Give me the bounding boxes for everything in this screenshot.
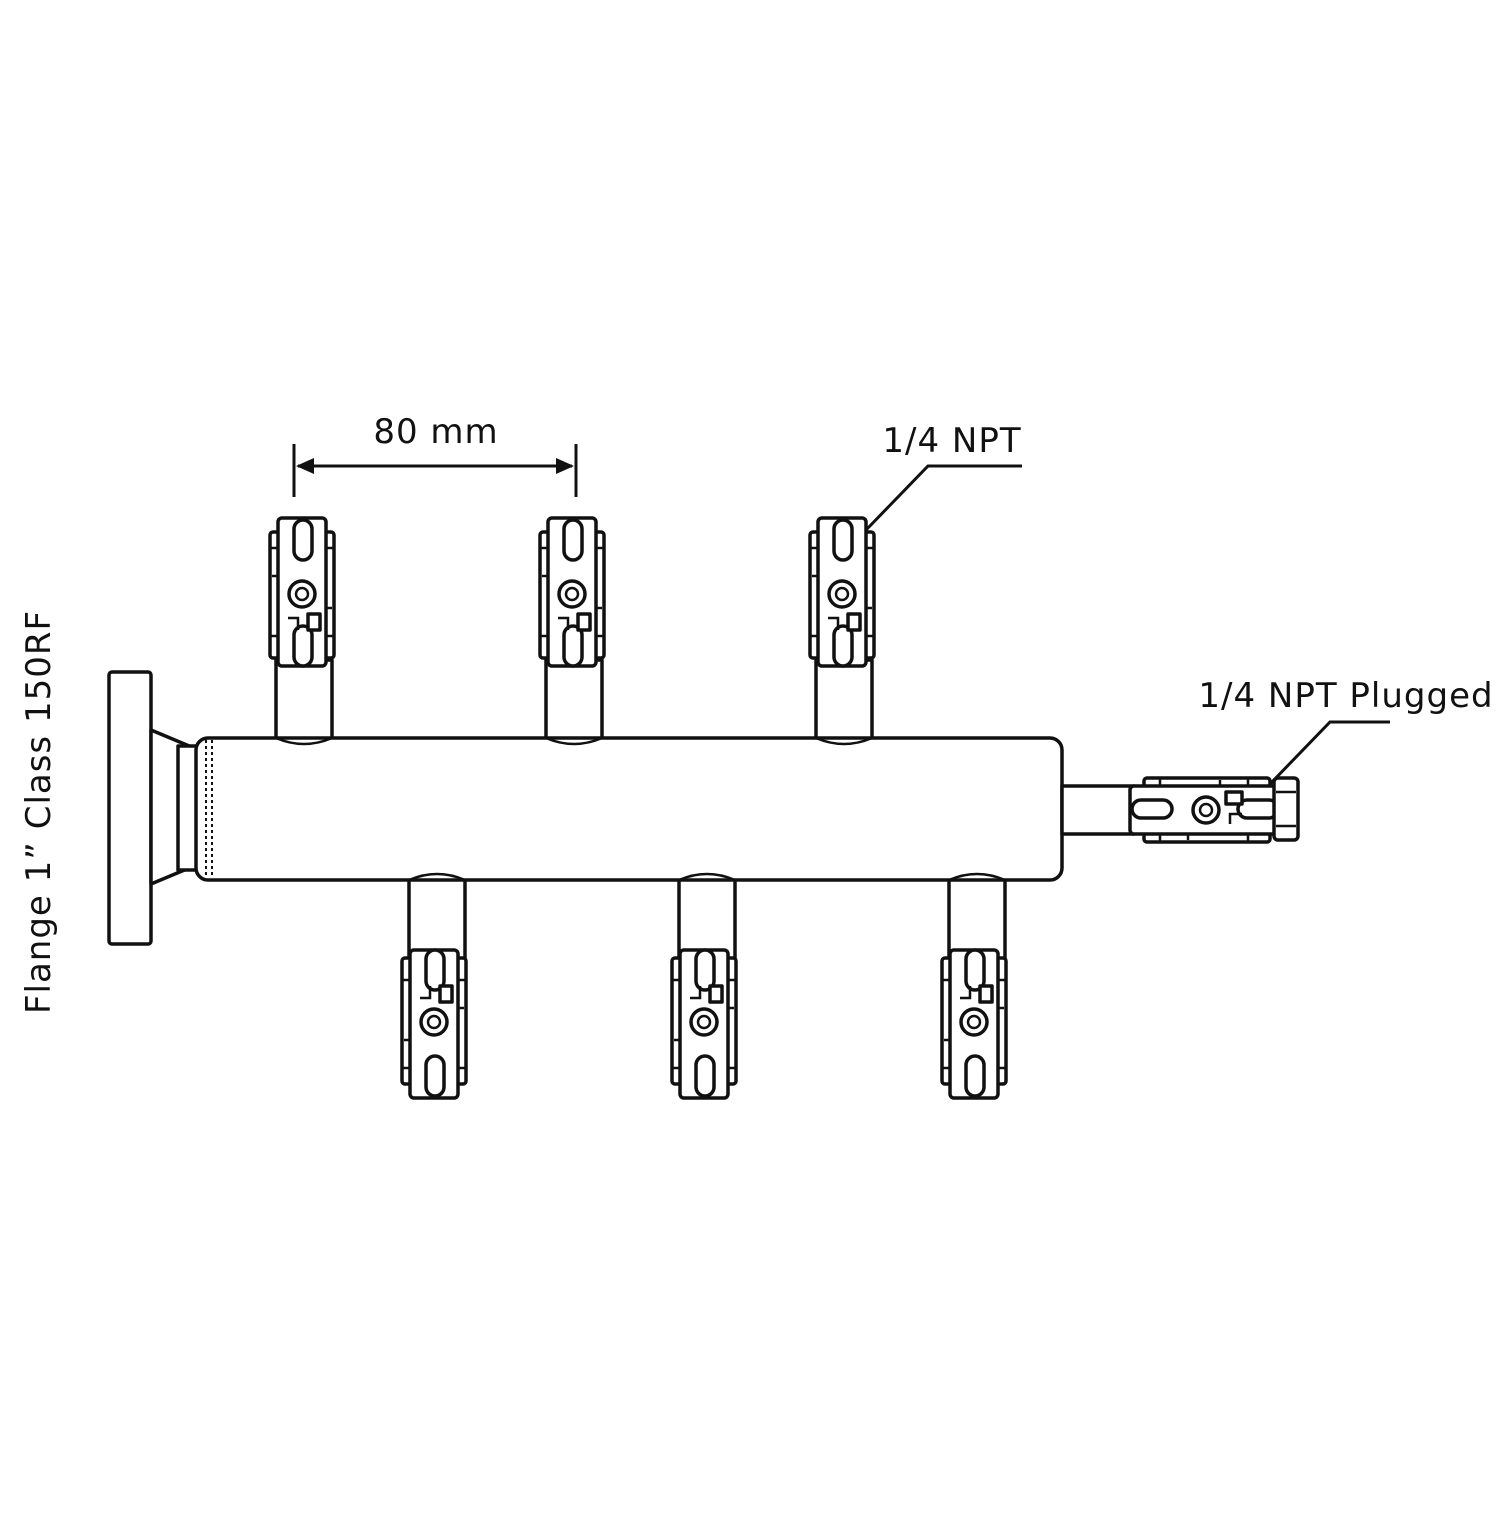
end-port-callout: 1/4 NPT Plugged [1198,676,1493,786]
valve-bottom-3 [940,948,1008,1100]
bottom-outlet-tubes [407,874,1007,962]
flange-label: Flange 1” Class 150RF [19,610,59,1014]
flange [107,670,200,946]
outlet-callout: 1/4 NPT [864,421,1022,532]
end-port [1060,776,1300,844]
tube-saddles [275,736,1006,882]
top-outlet-tubes [274,658,874,746]
manifold-body [194,736,1064,882]
spacing-label: 80 mm [373,412,498,452]
valve-top-2 [538,516,606,668]
outlet-label: 1/4 NPT [882,421,1021,461]
valve-bottom-1 [400,948,468,1100]
dimension-80mm: 80 mm [292,412,578,497]
valve-top-3 [808,516,876,668]
valve-bottom-2 [670,948,738,1100]
valve-top-1 [268,516,336,668]
end-port-label: 1/4 NPT Plugged [1198,676,1493,716]
